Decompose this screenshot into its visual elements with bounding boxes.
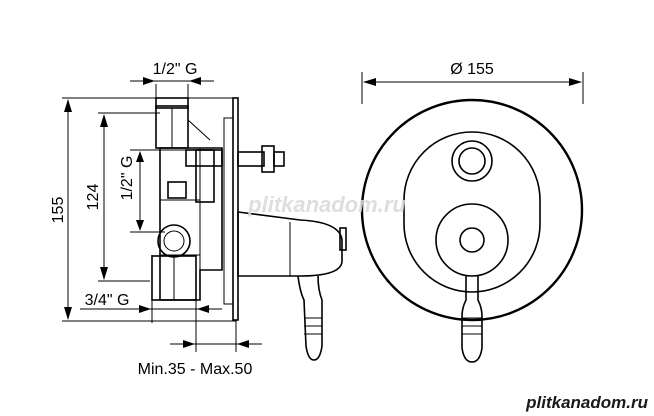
dim-155-label: 155	[50, 197, 67, 224]
front-view: Ø 155	[360, 61, 584, 363]
depth-range-label: Min.35 - Max.50	[138, 361, 253, 378]
rosette-outer	[360, 98, 584, 322]
dimension-155: 155	[50, 97, 236, 322]
cartridge-knob-outer	[435, 203, 509, 277]
thread-top-label: 1/2" G	[153, 61, 198, 78]
diverter-button-outer	[451, 140, 493, 182]
side-view: 155 124 1/2" G 1/2" G	[50, 61, 347, 378]
watermark-center: plitkanadom.ru	[247, 192, 406, 217]
watermark-bottom-right: plitkanadom.ru	[525, 393, 648, 412]
dimension-depth: Min.35 - Max.50	[138, 320, 262, 378]
valve-body	[151, 97, 347, 361]
dimension-124: 124	[85, 112, 160, 282]
diverter-button-inner	[458, 147, 486, 175]
diameter-label: Ø 155	[450, 61, 494, 78]
dimension-half-inch-side: 1/2" G	[119, 149, 195, 233]
front-lever	[461, 276, 483, 363]
dimension-half-inch-top: 1/2" G	[130, 61, 214, 110]
thread-bottom-label: 3/4" G	[85, 292, 130, 309]
cartridge-knob-inner	[459, 227, 485, 253]
rosette-oval	[403, 131, 541, 293]
dim-124-label: 124	[85, 184, 102, 211]
dimension-diameter: Ø 155	[361, 61, 584, 104]
thread-side-label: 1/2" G	[119, 156, 136, 201]
